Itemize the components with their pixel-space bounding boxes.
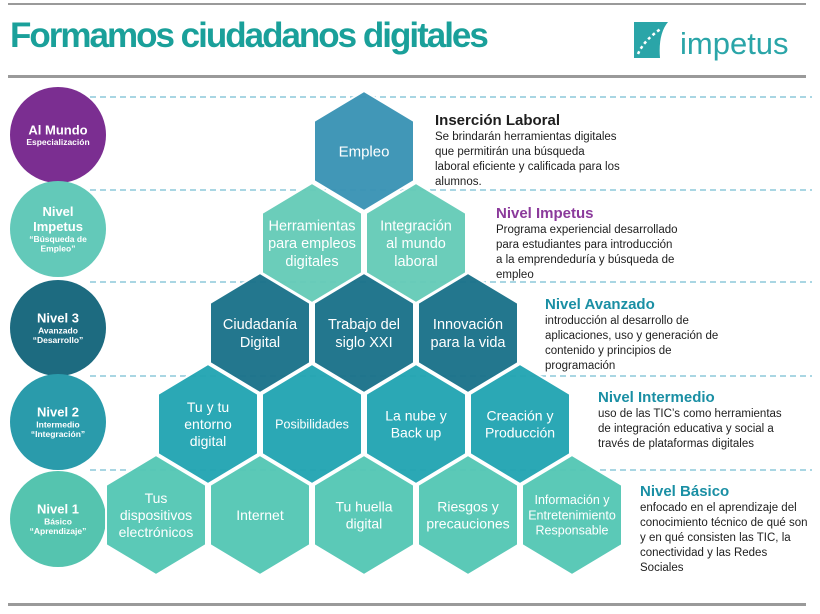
header-rule bbox=[8, 75, 806, 78]
top-rule bbox=[8, 3, 806, 5]
level-description-1: Inserción Laboral Se brindarán herramient… bbox=[435, 112, 620, 190]
description-body: Programa experiencial desarrollado para … bbox=[496, 224, 678, 281]
impetus-swoosh-icon bbox=[634, 22, 668, 58]
hex-node: Empleo bbox=[313, 90, 415, 212]
level-description-3: Nivel Avanzado introducción al desarrollo… bbox=[545, 296, 730, 374]
description-heading: Nivel Impetus bbox=[496, 205, 594, 222]
description-heading: Nivel Básico bbox=[640, 483, 730, 500]
impetus-logo: impetus bbox=[628, 14, 808, 66]
bottom-rule bbox=[8, 603, 806, 606]
logo-text: impetus bbox=[680, 26, 789, 61]
level-description-4: Nivel Intermedio uso de las TIC’s como he… bbox=[598, 389, 783, 452]
level-description-5: Nivel Básico enfocado en el aprendizaje d… bbox=[640, 483, 808, 576]
description-heading: Nivel Avanzado bbox=[545, 296, 655, 313]
description-heading: Inserción Laboral bbox=[435, 112, 561, 129]
description-body: uso de las TIC’s como herramientas de in… bbox=[598, 408, 782, 450]
description-body: enfocado en el aprendizaje del conocimie… bbox=[640, 502, 808, 574]
hex-label: Internet bbox=[236, 507, 284, 523]
description-heading: Nivel Intermedio bbox=[598, 389, 715, 406]
hex-node: Internet bbox=[209, 454, 311, 576]
hex-label: Posibilidades bbox=[275, 417, 349, 431]
hex-node: Posibilidades bbox=[261, 363, 363, 485]
description-body: Se brindarán herramientas digitales que … bbox=[435, 131, 620, 188]
hex-label: Empleo bbox=[339, 143, 390, 160]
page-title: Formamos ciudadanos digitales bbox=[10, 16, 489, 55]
description-body: introducción al desarrollo de aplicacion… bbox=[545, 315, 719, 372]
